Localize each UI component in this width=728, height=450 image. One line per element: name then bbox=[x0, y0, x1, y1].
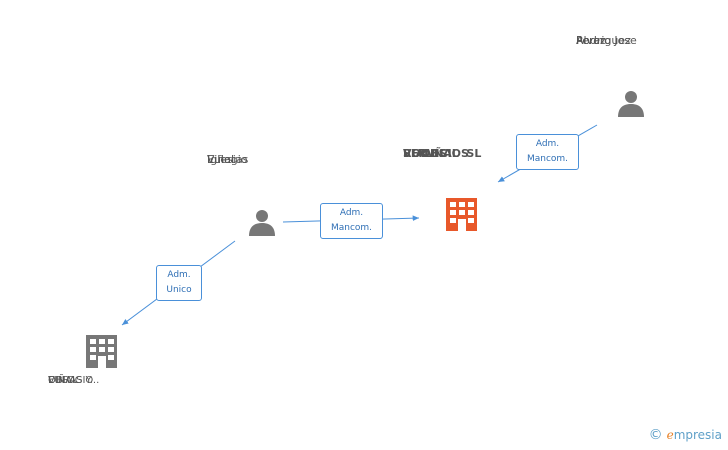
edge-label-line: Mancom. bbox=[526, 154, 569, 164]
edge-label-vinal-eulogio: Adm. Unico bbox=[156, 265, 202, 301]
building-icon[interactable] bbox=[446, 198, 477, 231]
edge-label-line: Mancom. bbox=[330, 223, 373, 233]
label-line: Perez bbox=[576, 34, 606, 47]
label-line: EULOGIO bbox=[48, 375, 94, 386]
label-line: Eulogio bbox=[207, 153, 248, 166]
label-line: OBRAS Y... bbox=[48, 375, 100, 386]
edge-label-line: Adm. bbox=[167, 270, 191, 280]
copyright-symbol: © bbox=[648, 427, 663, 443]
person-icon[interactable] bbox=[249, 210, 275, 236]
brand-name: mpresia bbox=[673, 428, 722, 442]
brand-initial: e bbox=[666, 428, 674, 442]
edge-label-line: Adm. bbox=[535, 139, 560, 149]
label-line: SERVICIOS bbox=[403, 147, 469, 160]
edge-label-rodriguez-servicios: Adm. Mancom. bbox=[516, 134, 579, 170]
edge-label-line: Unico bbox=[166, 285, 192, 295]
edge-label-line: Adm. bbox=[339, 208, 364, 218]
label-line: Rodriguez bbox=[576, 34, 631, 47]
edge-label-vinal-servicios: Adm. Mancom. bbox=[320, 203, 383, 239]
label-line: VIALES bbox=[403, 147, 447, 160]
label-line: RODIÑAL SL bbox=[403, 147, 482, 160]
building-icon[interactable] bbox=[86, 335, 117, 368]
label-line: VIÑAL bbox=[48, 375, 78, 386]
empresia-logo: ©empresia bbox=[649, 427, 722, 443]
label-line: Viñal bbox=[207, 153, 235, 166]
person-icon[interactable] bbox=[618, 91, 644, 117]
label-line: Alvaro Jose bbox=[576, 34, 637, 47]
label-line: Iglesias bbox=[207, 153, 249, 166]
